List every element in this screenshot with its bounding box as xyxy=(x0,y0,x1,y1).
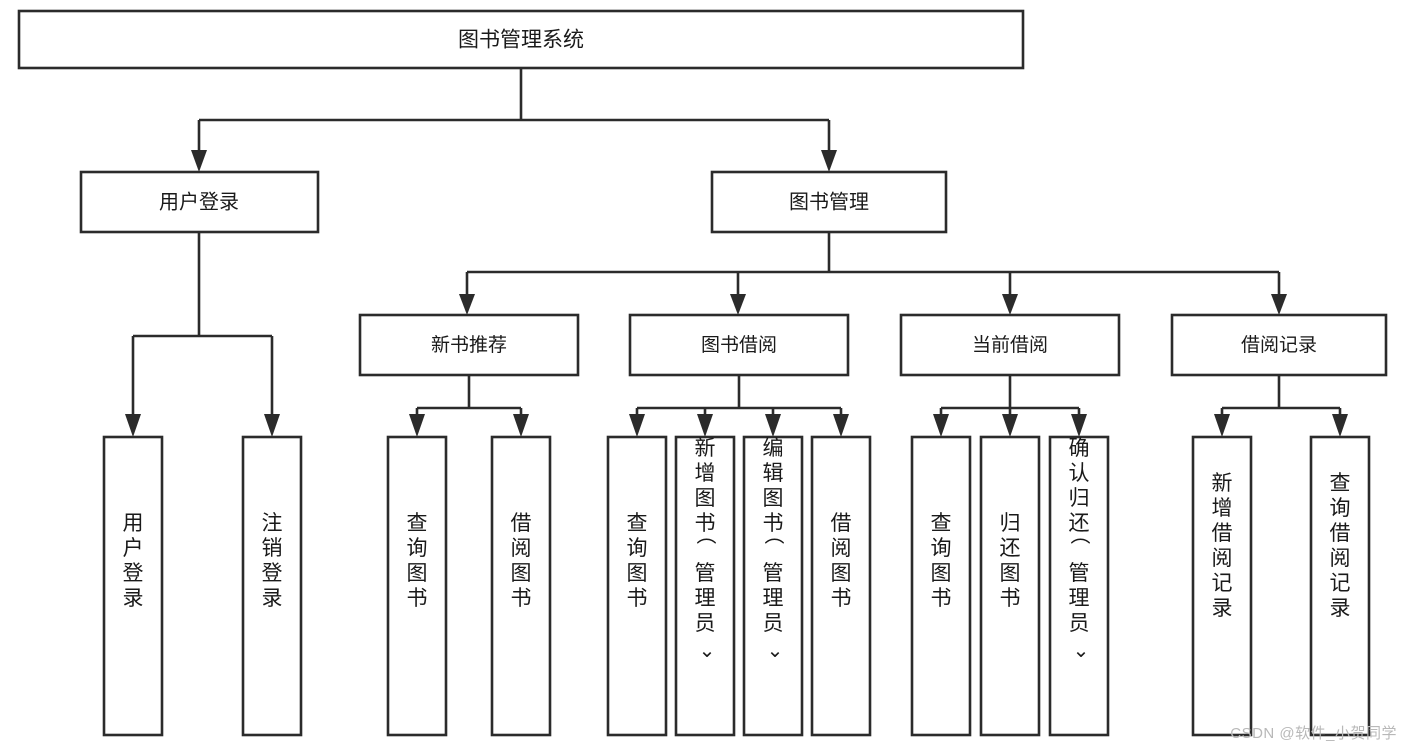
node-book-manage[interactable]: 图书管理 xyxy=(710,170,948,234)
connector-currentborrow-to-leaves xyxy=(933,375,1087,437)
node-book-manage-label: 图书管理 xyxy=(789,190,869,213)
connector-bookborrow-to-leaves xyxy=(629,375,849,437)
node-leaf-add-book-label: 新增图书⌒管理员⌄ xyxy=(693,437,717,660)
node-leaf-query-book-3-label: 查询图书 xyxy=(931,512,952,610)
node-leaf-add-record[interactable]: 新增借阅记录 xyxy=(1191,435,1253,737)
node-leaf-query-book-1-label: 查询图书 xyxy=(407,512,428,610)
node-leaf-borrow-book-2[interactable]: 借阅图书 xyxy=(810,435,872,737)
node-leaf-query-record[interactable]: 查询借阅记录 xyxy=(1309,435,1371,737)
connector-root-to-level1 xyxy=(191,68,837,172)
node-root[interactable]: 图书管理系统 xyxy=(17,9,1025,70)
node-leaf-edit-book[interactable]: 编辑图书⌒管理员⌄ xyxy=(742,435,804,737)
node-leaf-user-logout[interactable]: 注销登录 xyxy=(241,435,303,737)
node-leaf-edit-book-label: 编辑图书⌒管理员⌄ xyxy=(761,437,785,660)
node-user-login[interactable]: 用户登录 xyxy=(79,170,320,234)
connector-borrowrecord-to-leaves xyxy=(1214,375,1348,437)
node-leaf-add-book[interactable]: 新增图书⌒管理员⌄ xyxy=(674,435,736,737)
node-new-book-recommend-label: 新书推荐 xyxy=(431,334,507,356)
node-leaf-borrow-book-1-label: 借阅图书 xyxy=(511,512,532,610)
node-borrow-record-label: 借阅记录 xyxy=(1241,334,1317,356)
node-leaf-query-book-3[interactable]: 查询图书 xyxy=(910,435,972,737)
node-user-login-label: 用户登录 xyxy=(159,190,239,213)
connector-bookmanage-to-level2 xyxy=(459,232,1287,315)
node-book-borrow[interactable]: 图书借阅 xyxy=(628,313,850,377)
node-leaf-borrow-book-2-label: 借阅图书 xyxy=(831,512,852,610)
node-borrow-record[interactable]: 借阅记录 xyxy=(1170,313,1388,377)
node-current-borrow-label: 当前借阅 xyxy=(972,334,1048,356)
node-leaf-user-login[interactable]: 用户登录 xyxy=(102,435,164,737)
node-leaf-query-book-1[interactable]: 查询图书 xyxy=(386,435,448,737)
node-leaf-user-login-label: 用户登录 xyxy=(123,512,144,610)
connector-newbook-to-leaves xyxy=(409,375,529,437)
node-leaf-confirm-return-label: 确认归还⌒管理员⌄ xyxy=(1067,437,1091,660)
node-current-borrow[interactable]: 当前借阅 xyxy=(899,313,1121,377)
node-leaf-query-record-label: 查询借阅记录 xyxy=(1330,472,1351,620)
node-leaf-return-book[interactable]: 归还图书 xyxy=(979,435,1041,737)
node-new-book-recommend[interactable]: 新书推荐 xyxy=(358,313,580,377)
node-leaf-confirm-return[interactable]: 确认归还⌒管理员⌄ xyxy=(1048,435,1110,737)
connector-userlogin-to-leaves xyxy=(125,232,280,437)
node-leaf-borrow-book-1[interactable]: 借阅图书 xyxy=(490,435,552,737)
node-leaf-return-book-label: 归还图书 xyxy=(1000,512,1021,610)
node-root-label: 图书管理系统 xyxy=(458,29,584,52)
node-leaf-query-book-2-label: 查询图书 xyxy=(627,512,648,610)
node-leaf-query-book-2[interactable]: 查询图书 xyxy=(606,435,668,737)
node-book-borrow-label: 图书借阅 xyxy=(701,334,777,356)
node-leaf-add-record-label: 新增借阅记录 xyxy=(1212,472,1233,620)
node-leaf-user-logout-label: 注销登录 xyxy=(262,512,283,610)
